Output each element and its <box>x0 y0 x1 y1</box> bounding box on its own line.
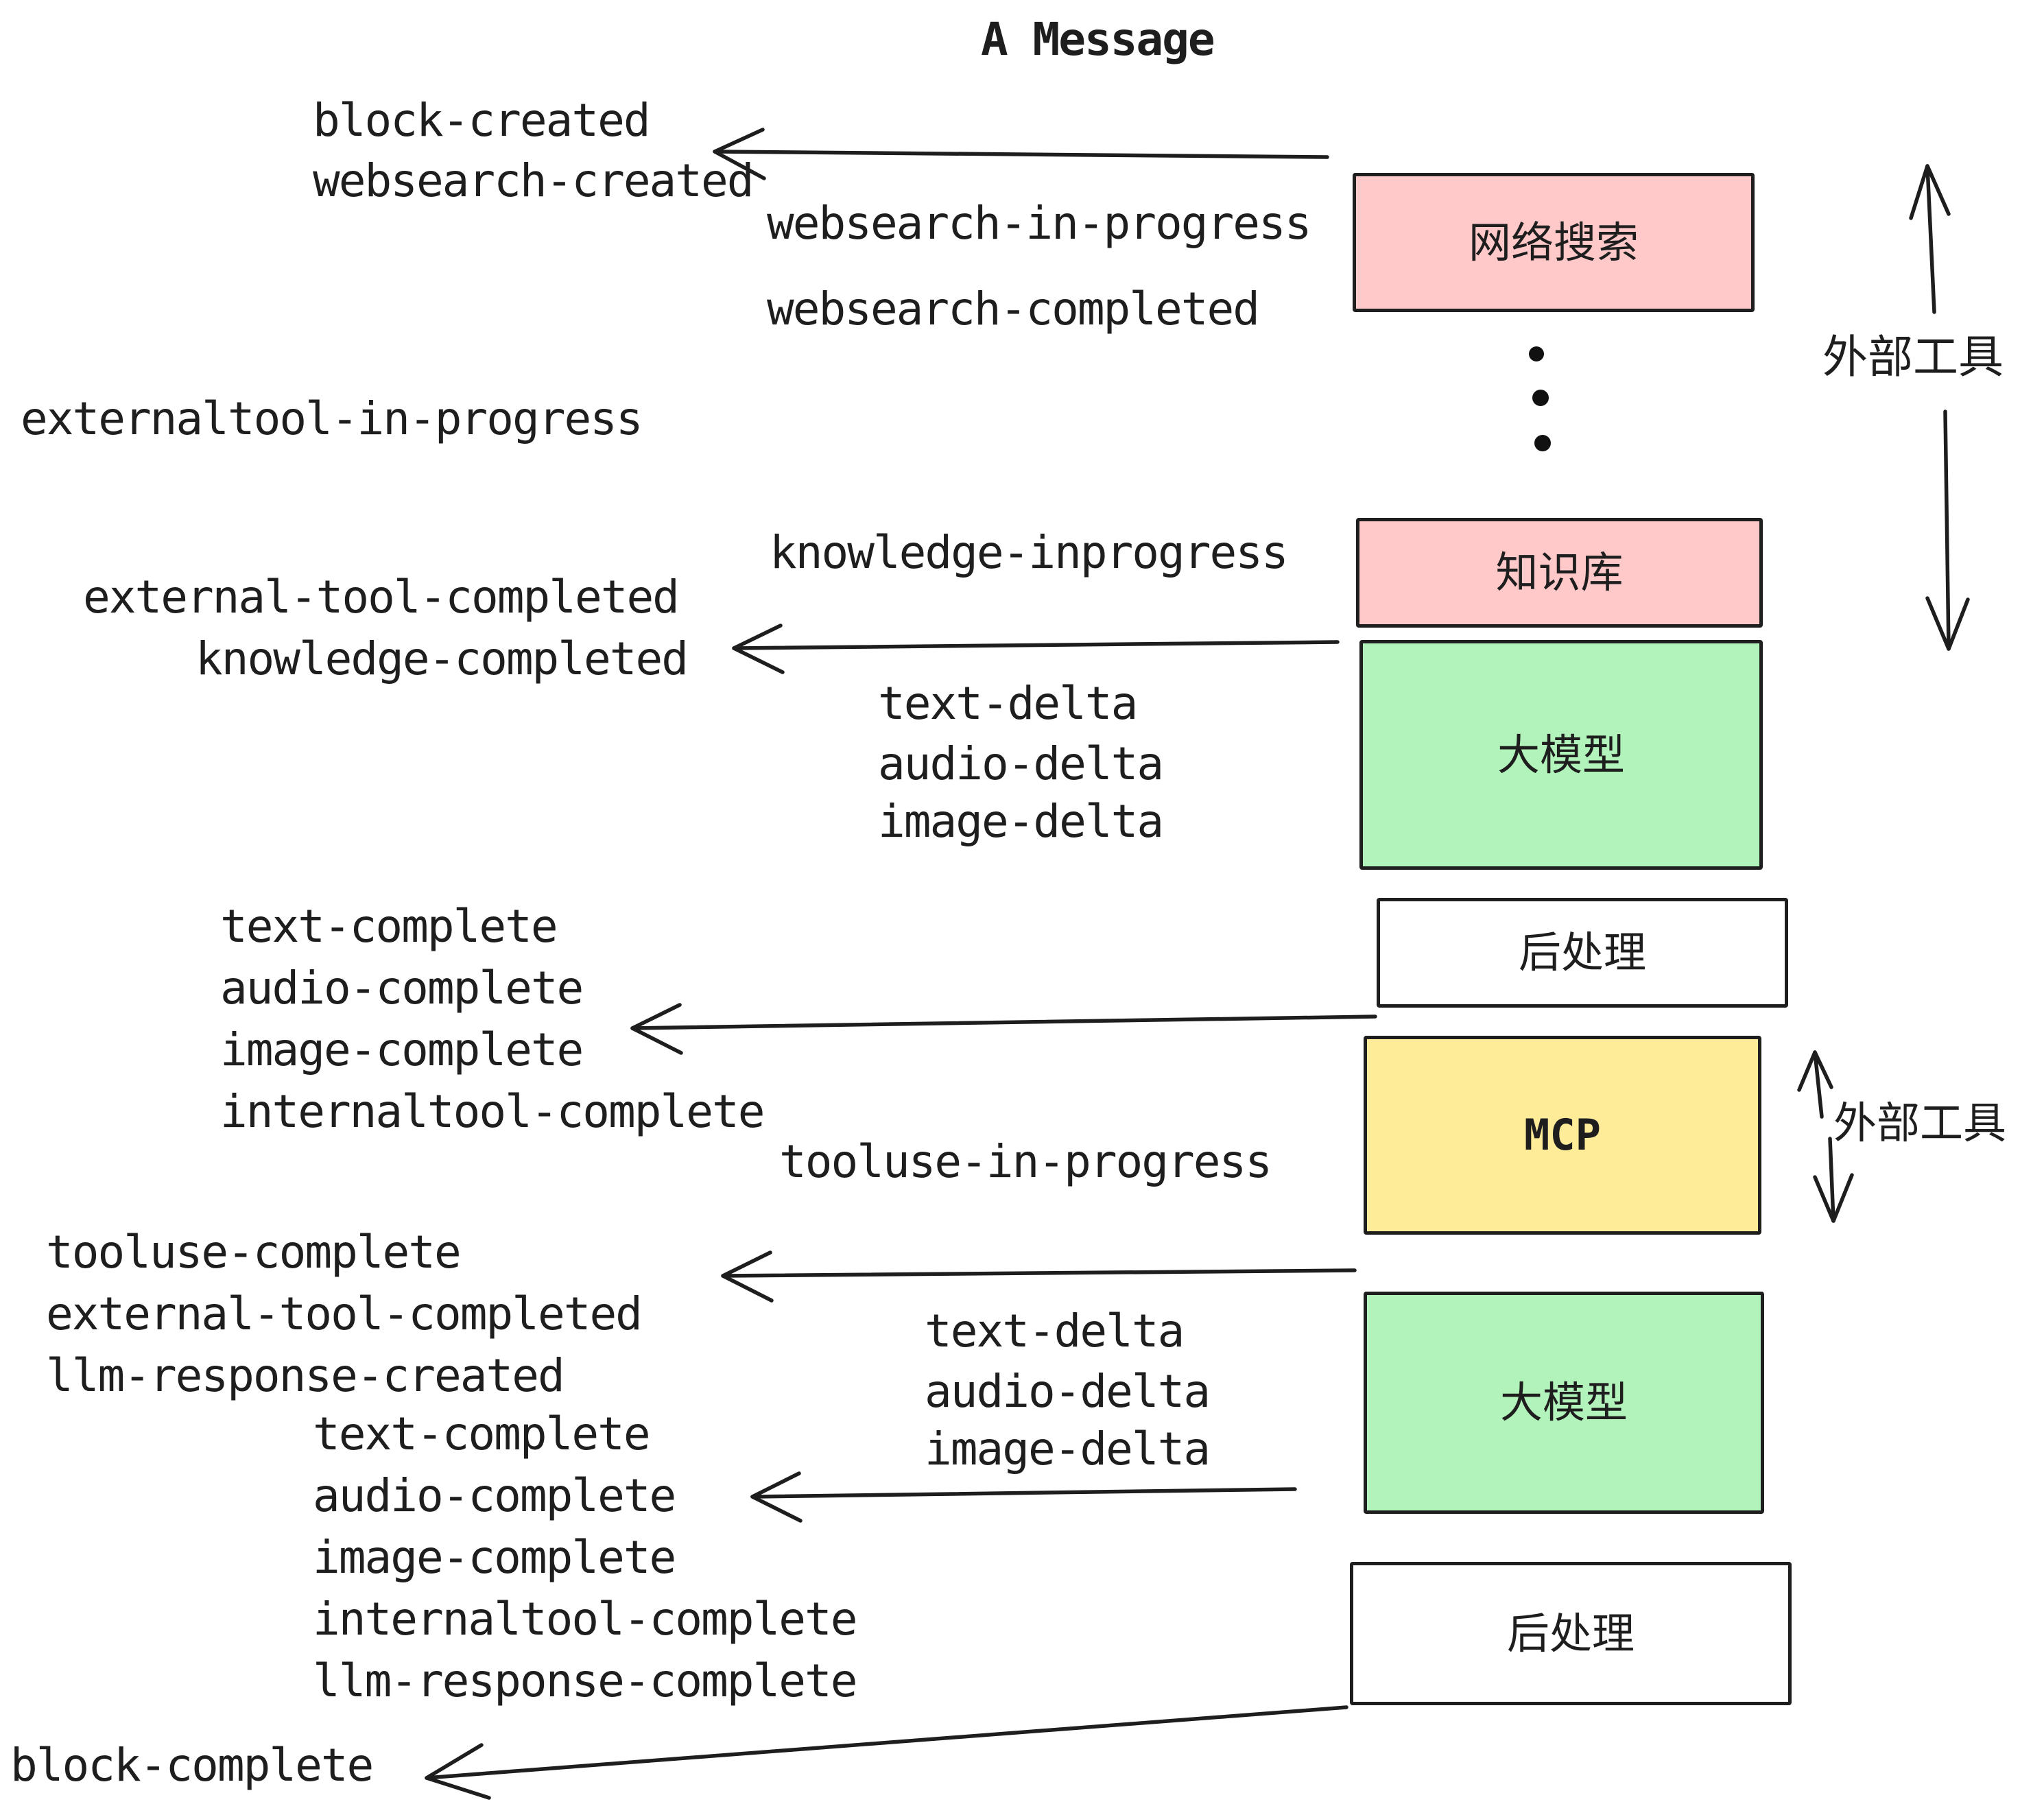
event-label-text-complete-2: text-complete <box>313 1408 651 1460</box>
event-label-tooluse-complete: tooluse-complete <box>46 1226 462 1279</box>
arrow-to-image-complete-icon <box>630 1003 1377 1055</box>
event-label-image-delta: image-delta <box>878 795 1164 848</box>
external-tools-up-arrow-top-icon <box>1909 164 1951 314</box>
box-knowledge: 知识库 <box>1356 518 1763 628</box>
external-tools-down-arrow-top-icon <box>1925 410 1970 651</box>
box-websearch: 网络搜索 <box>1353 173 1755 312</box>
box-postprocess-1-label: 后处理 <box>1518 927 1646 977</box>
event-label-websearch-created: websearch-created <box>313 154 754 207</box>
event-label-llm-response-created: llm-response-created <box>46 1349 565 1402</box>
event-label-audio-delta-2: audio-delta <box>925 1365 1211 1418</box>
event-label-image-complete: image-complete <box>220 1023 584 1076</box>
event-label-block-created: block-created <box>313 94 651 147</box>
event-label-llm-response-complete: llm-response-complete <box>313 1654 857 1707</box>
event-label-externaltool-in-progress: externaltool-in-progress <box>21 392 643 445</box>
box-postprocess-2: 后处理 <box>1350 1562 1792 1705</box>
event-label-text-delta-2: text-delta <box>925 1305 1185 1357</box>
event-label-text-delta: text-delta <box>878 677 1138 730</box>
external-tools-label-top: 外部工具 <box>1822 331 2004 383</box>
box-llm-2: 大模型 <box>1364 1292 1764 1514</box>
arrow-to-block-created-icon <box>713 128 1329 180</box>
box-postprocess-1: 后处理 <box>1377 898 1788 1008</box>
box-knowledge-label: 知识库 <box>1495 547 1624 597</box>
arrow-to-audio-complete-icon <box>750 1471 1297 1523</box>
box-mcp-label: MCP <box>1524 1110 1601 1160</box>
event-label-image-complete-2: image-complete <box>313 1531 676 1584</box>
event-label-text-complete: text-complete <box>220 900 558 953</box>
event-label-audio-complete: audio-complete <box>220 962 584 1014</box>
external-tools-down-arrow-mid-icon <box>1813 1137 1854 1223</box>
event-label-internaltool-complete-2: internaltool-complete <box>313 1593 857 1646</box>
box-llm-1-label: 大模型 <box>1497 729 1625 780</box>
ellipsis-dots-icon <box>1529 346 1551 451</box>
event-label-websearch-completed: websearch-completed <box>767 283 1260 335</box>
event-label-knowledge-inprogress: knowledge-inprogress <box>770 526 1289 579</box>
box-postprocess-2-label: 后处理 <box>1506 1608 1635 1659</box>
event-label-audio-delta: audio-delta <box>878 737 1164 790</box>
arrow-to-tooluse-complete-icon <box>721 1250 1357 1303</box>
event-label-image-delta-2: image-delta <box>925 1423 1211 1475</box>
event-label-internaltool-complete: internaltool-complete <box>220 1085 765 1138</box>
box-llm-2-label: 大模型 <box>1499 1377 1628 1427</box>
event-label-websearch-in-progress: websearch-in-progress <box>767 197 1311 250</box>
event-label-external-tool-completed: external-tool-completed <box>83 571 680 624</box>
event-label-external-tool-completed-2: external-tool-completed <box>46 1287 643 1340</box>
box-llm-1: 大模型 <box>1359 640 1763 870</box>
external-tools-up-arrow-mid-icon <box>1797 1050 1833 1119</box>
event-label-audio-complete-2: audio-complete <box>313 1469 676 1522</box>
arrow-to-block-complete-icon <box>425 1705 1348 1800</box>
box-mcp: MCP <box>1364 1036 1761 1235</box>
external-tools-label-mid: 外部工具 <box>1833 1098 2006 1148</box>
event-label-tooluse-in-progress: tooluse-in-progress <box>779 1135 1272 1188</box>
diagram-title: A Message <box>981 13 1215 66</box>
event-label-knowledge-completed: knowledge-completed <box>195 632 689 685</box>
event-label-block-complete: block-complete <box>10 1739 374 1792</box>
box-websearch-label: 网络搜索 <box>1468 217 1639 268</box>
arrow-to-knowledge-completed-icon <box>732 624 1340 674</box>
